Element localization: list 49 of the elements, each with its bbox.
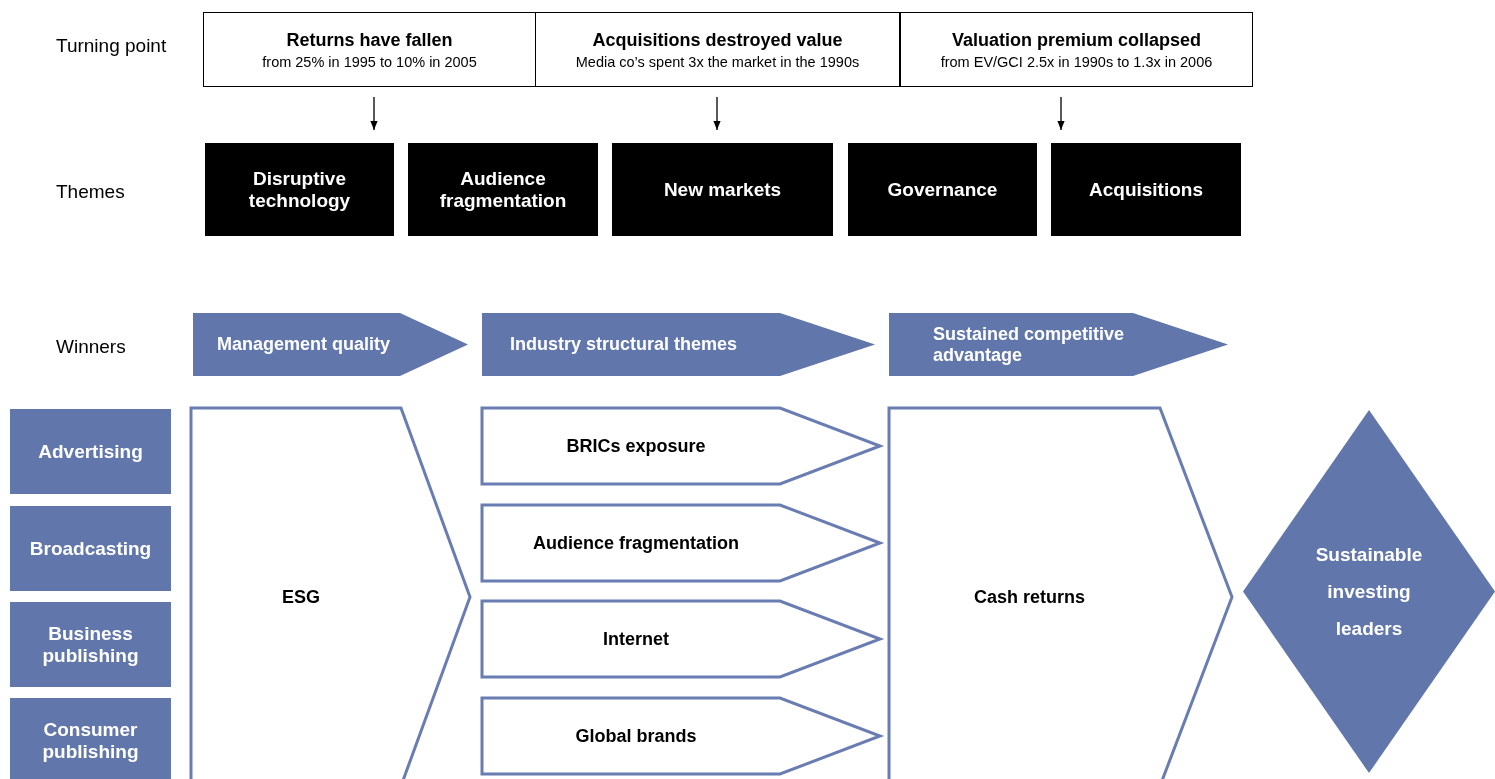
row-label: Turning point (56, 35, 167, 57)
sector-label: Business publishing (41, 622, 140, 667)
theme-box (848, 143, 1037, 236)
sector-box (10, 506, 171, 591)
box-heading: Returns have fallen (286, 29, 453, 51)
theme-label: Governance (887, 178, 998, 201)
pentagon-panel (889, 408, 1232, 779)
chevron-label: Industry structural themes (510, 334, 738, 355)
chevron-label: Sustained competitive advantage (933, 323, 1126, 366)
theme-box (408, 143, 598, 236)
pentagon-label: BRICs exposure (566, 435, 706, 457)
turning-point-box (203, 12, 536, 87)
turning-point-box (535, 12, 900, 87)
theme-label: New markets (663, 178, 782, 201)
arrow (1057, 96, 1065, 131)
box-subtext: from 25% in 1995 to 10% in 2005 (262, 53, 477, 70)
step-banner (889, 313, 1228, 376)
sector-box (10, 698, 171, 779)
sector-label: Consumer publishing (41, 718, 140, 763)
row-label: Winners (56, 336, 126, 358)
theme-box (205, 143, 394, 236)
box-subtext: Media co’s spent 3x the market in the 1990s (575, 53, 860, 70)
pentagon-label: Audience fragmentation (533, 532, 739, 554)
pentagon-panel (191, 408, 470, 779)
arrow (713, 96, 721, 131)
theme-label: Acquisitions (1089, 178, 1203, 201)
theme-label: Disruptive technology (247, 167, 352, 212)
turning-point-box (900, 12, 1253, 87)
box-heading: Valuation premium collapsed (951, 29, 1202, 51)
theme-box (612, 143, 833, 236)
sector-label: Advertising (38, 440, 143, 463)
theme-label: Audience fragmentation (438, 167, 568, 212)
pentagon-label: Internet (603, 628, 669, 650)
sector-label: Broadcasting (29, 537, 152, 560)
step-banner (193, 313, 468, 376)
diamond-shape (1243, 410, 1495, 773)
row-label: Themes (56, 181, 125, 203)
pentagon-label: Cash returns (973, 586, 1085, 608)
arrow (370, 96, 378, 131)
sector-box (10, 602, 171, 687)
box-subtext: from EV/GCI 2.5x in 1990s to 1.3x in 2006 (940, 53, 1213, 70)
pentagon-label: Global brands (575, 725, 697, 747)
sector-box (10, 409, 171, 494)
step-banner (482, 313, 875, 376)
pentagon-label: ESG (282, 586, 320, 608)
chevron-label: Management quality (217, 334, 391, 355)
theme-box (1051, 143, 1241, 236)
diamond-label: Sustainable investing leaders (1314, 542, 1424, 641)
box-heading: Acquisitions destroyed value (592, 29, 843, 51)
